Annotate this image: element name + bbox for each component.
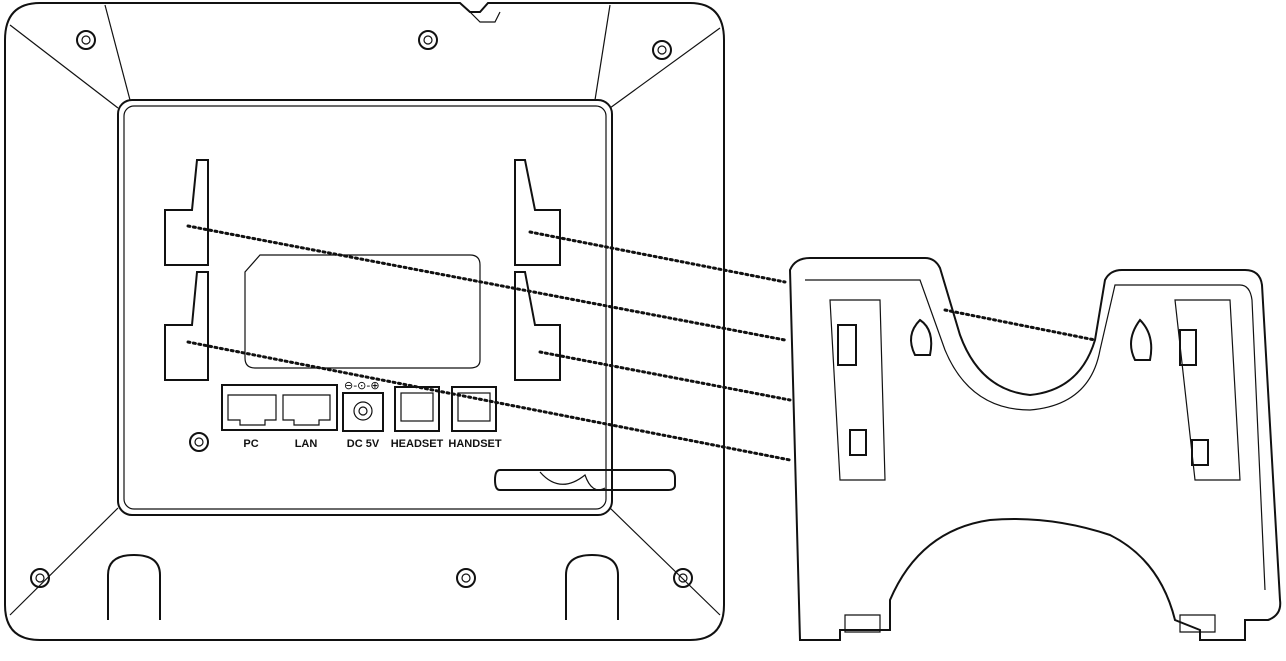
mount-slots <box>164 159 561 381</box>
port-label-dc: DC 5V <box>346 438 380 450</box>
phone-back: ⊖-⊙-⊕ <box>4 1 725 641</box>
cable-clip <box>493 469 676 491</box>
port-panel: ⊖-⊙-⊕ <box>221 379 497 432</box>
port-label-headset: HEADSET <box>390 438 444 450</box>
svg-text:⊖-⊙-⊕: ⊖-⊙-⊕ <box>344 379 380 392</box>
port-label-lan: LAN <box>294 438 318 450</box>
label-recess <box>244 254 481 369</box>
port-label-handset: HANDSET <box>448 438 502 450</box>
port-label-pc: PC <box>243 438 259 450</box>
wall-bracket <box>788 257 1282 641</box>
feet <box>107 553 619 620</box>
screw-holes <box>30 30 693 588</box>
alignment-lines <box>186 224 1097 462</box>
